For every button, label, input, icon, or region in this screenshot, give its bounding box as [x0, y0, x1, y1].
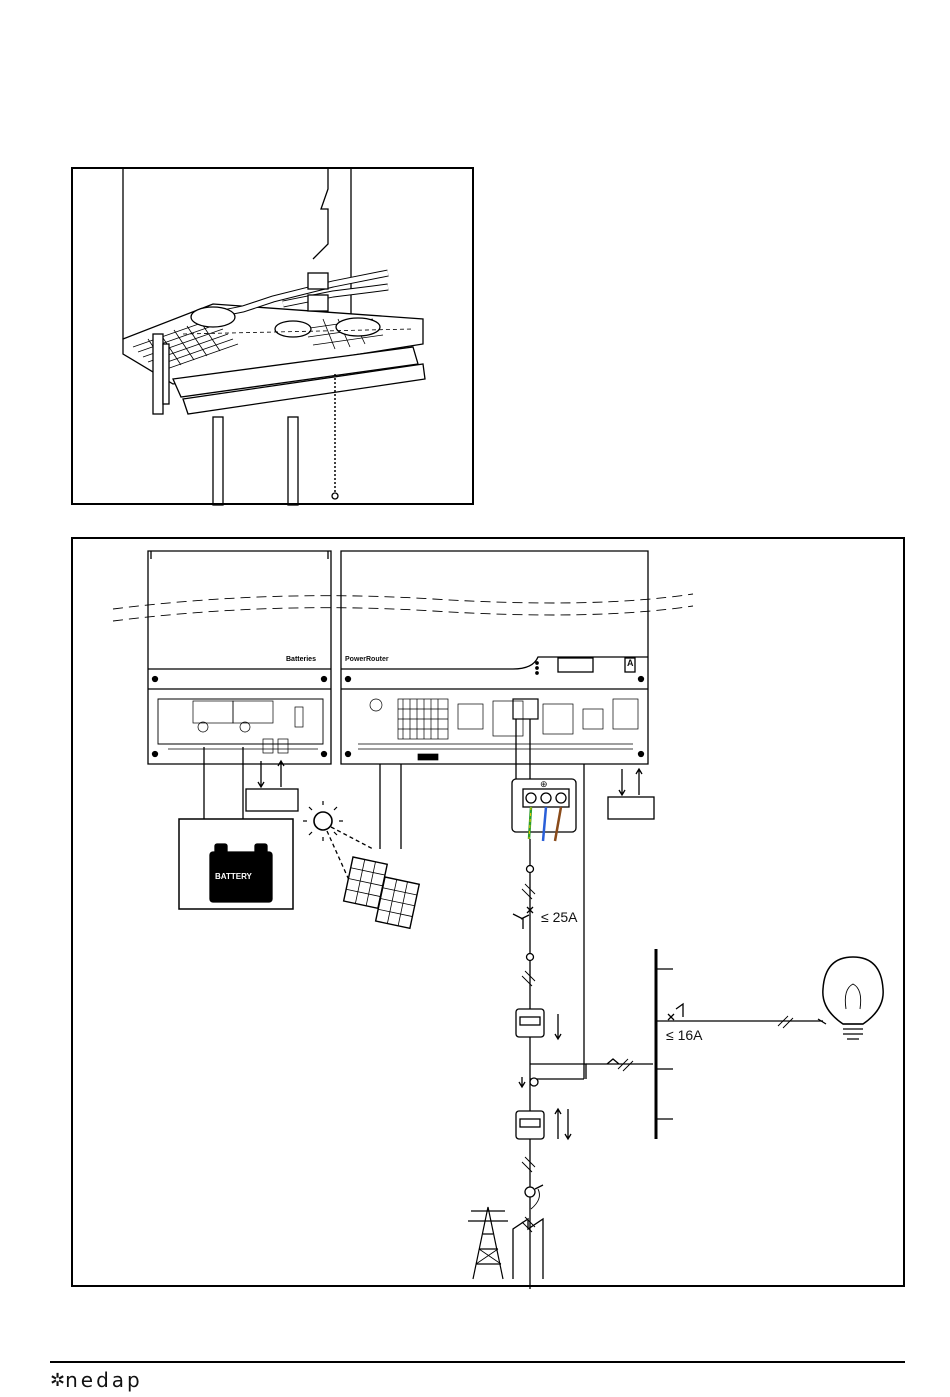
footer-rule [50, 1361, 905, 1363]
wiring-drawing [73, 539, 907, 1289]
powerrouter-label: PowerRouter [345, 656, 389, 663]
wiring-diagram: Batteries PowerRouter A BATTERY ⊕ ≤ 25A … [71, 537, 905, 1287]
logo-text: nedap [65, 1368, 143, 1392]
nedap-logo: ✲ nedap [50, 1369, 143, 1391]
breaker-load-rating: ≤ 16A [666, 1027, 702, 1043]
breaker-main-rating: ≤ 25A [541, 909, 577, 925]
front-button-label: A [627, 658, 634, 668]
battery-unit-label: Batteries [285, 656, 317, 663]
ac-terminal-symbol: ⊕ [540, 779, 548, 790]
mounting-drawing [73, 169, 476, 507]
battery-label: BATTERY [215, 872, 252, 881]
star-icon: ✲ [50, 1371, 65, 1389]
mounting-illustration [71, 167, 474, 505]
